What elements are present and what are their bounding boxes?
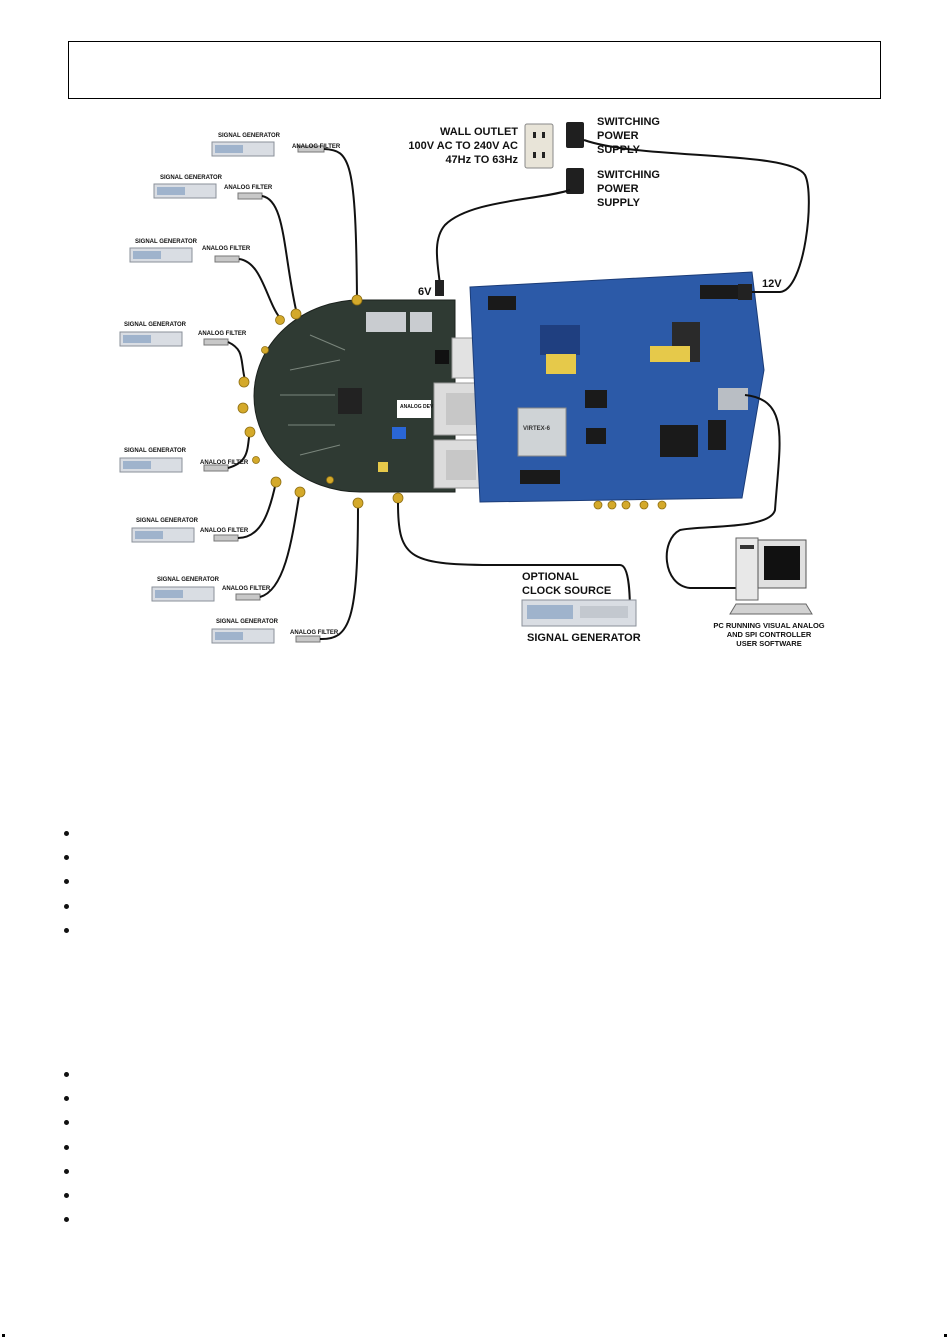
bullet-icon [64,831,69,836]
signal-generator-label: SIGNAL GENERATOR [136,518,199,524]
signal-generator-label: SIGNAL GENERATOR [157,577,220,583]
page-corner-mark [2,1334,5,1337]
clock-source-label: CLOCK SOURCE [522,585,611,597]
frequency-range-label: 47Hz TO 63Hz [445,154,518,166]
bullet-icon [64,927,69,933]
power-supply-label: SUPPLY [597,197,641,209]
power-supply-label: SWITCHING [597,116,660,128]
bullet-icon [64,1192,69,1198]
signal-generator-label: SIGNAL GENERATOR [135,239,198,245]
signal-generator-group-4: SIGNAL GENERATOR ANALOG FILTER [119,322,247,347]
analog-filter-label: ANALOG FILTER [292,144,341,150]
bullet-icon [64,1072,69,1077]
clock-cable [397,502,631,616]
page-corner-mark [944,1334,947,1337]
signal-generator-group-3: SIGNAL GENERATOR ANALOG FILTER [129,239,251,263]
pc-label-line1: PC RUNNING VISUAL ANALOG [713,621,824,630]
analog-filter-label: ANALOG FILTER [224,185,273,191]
wall-outlet: WALL OUTLET 100V AC TO 240V AC 47Hz TO 6… [408,123,554,169]
signal-generator-group-6: SIGNAL GENERATOR ANALOG FILTER [131,518,249,543]
sma-connectors [237,294,404,509]
signal-generator-label: SIGNAL GENERATOR [216,619,279,625]
12v-label: 12V [762,278,782,290]
analog-filter-label: ANALOG FILTER [202,246,251,252]
signal-generator-label: SIGNAL GENERATOR [124,448,187,454]
power-supply-label: POWER [597,183,639,195]
analog-filter-label: ANALOG FILTER [200,528,249,534]
pc-label-line2: AND SPI CONTROLLER [727,630,812,639]
12v-plug [738,284,752,300]
bullet-icon [64,1168,69,1174]
adi-logo-text: ANALOG DEVICES [400,404,446,410]
analog-filter-label: ANALOG FILTER [198,331,247,337]
analog-filter-label: ANALOG FILTER [222,586,271,592]
clock-signal-generator: OPTIONAL CLOCK SOURCE SIGNAL GENERATOR [521,571,641,644]
wall-outlet-label: WALL OUTLET [440,126,518,138]
bullet-icon [64,1096,69,1102]
analog-filter-label: ANALOG FILTER [290,630,339,636]
fpga-sma-connectors [593,500,667,510]
signal-generator-group-5: SIGNAL GENERATOR ANALOG FILTER [119,448,249,473]
voltage-range-label: 100V AC TO 240V AC [408,140,518,152]
analog-filter-label: ANALOG FILTER [200,460,249,466]
signal-generator-label: SIGNAL GENERATOR [218,133,281,139]
pc-computer: PC RUNNING VISUAL ANALOG AND SPI CONTROL… [713,537,825,648]
rf-cables [227,148,359,641]
6v-plug [435,280,444,296]
pc-label-line3: USER SOFTWARE [736,639,801,648]
power-supply-label: SWITCHING [597,169,660,181]
switching-power-supply-2: SWITCHING POWER SUPPLY [566,168,660,209]
signal-generator-label: SIGNAL GENERATOR [160,175,223,181]
bullet-icon [64,1144,69,1150]
fpga-capture-board: VIRTEX-6 [469,271,765,503]
adc-evaluation-board: ANALOG DEVICES [253,299,456,493]
clock-generator-label: SIGNAL GENERATOR [527,632,641,644]
optional-label: OPTIONAL [522,571,579,583]
bullet-icon [64,855,69,861]
signal-generator-label: SIGNAL GENERATOR [124,322,187,328]
bullet-icon [64,903,69,909]
6v-label: 6V [418,286,432,298]
signal-generator-group-7: SIGNAL GENERATOR ANALOG FILTER [151,577,271,602]
bullet-icon [64,1217,69,1223]
header-box [68,41,881,99]
bullet-icon [64,879,69,885]
signal-generator-group-2: SIGNAL GENERATOR ANALOG FILTER [153,175,273,200]
usb-cable [665,394,781,589]
fpga-chip-label: VIRTEX-6 [523,426,551,432]
power-supply-label: POWER [597,130,639,142]
signal-generator-group-1: SIGNAL GENERATOR ANALOG FILTER [211,133,341,157]
bullet-icon [64,1120,69,1126]
power-cables [435,139,810,293]
